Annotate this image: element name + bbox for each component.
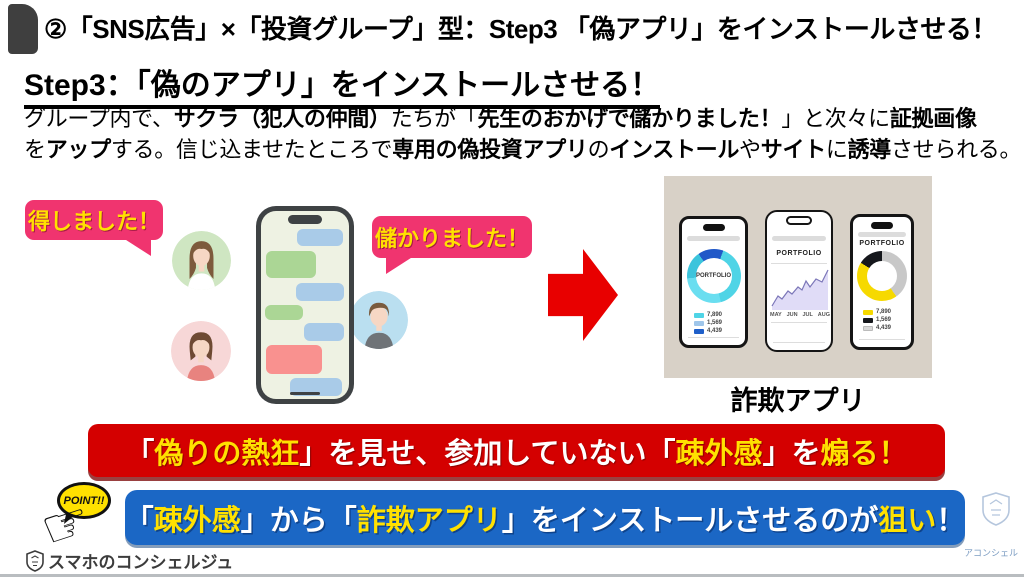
avatar-woman-bob [171,321,231,381]
legend-value: 7,890 [876,309,892,315]
avatar-woman-long-hair [172,231,231,290]
avatar-man [350,291,408,349]
speech-bubble-left: 得しました！ [25,200,163,256]
line-chart [771,269,829,310]
body-line-2: をアップする。信じ込ませたところで専用の偽投資アプリのインストールやサイトに誘導… [24,137,1022,162]
footer-line [858,339,906,340]
divider [771,322,827,323]
camera-pill [871,222,893,229]
divider [771,263,827,264]
man-icon [350,291,408,349]
chat-bubble [297,229,343,246]
legend-swatch [863,309,873,315]
portfolio-label: PORTFOLIO [776,250,822,257]
chat-bubble [290,378,342,396]
body-line-1: グループ内で、サクラ（犯人の仲間）たちが「先生のおかげで儲かりました！」と次々に… [24,106,977,131]
legend-swatch [694,328,704,334]
legend-swatch [863,325,873,331]
point-badge: POINT!! [57,482,111,519]
legend-value: 4,439 [876,325,892,331]
step-heading: Step3：「偽のアプリ」をインストールさせる！ [24,60,661,109]
red-banner: 「偽りの熱狂」を見せ、参加していない「疎外感」を煽る！ [88,424,945,477]
header-bar [772,236,826,241]
shield-icon [26,549,44,572]
legend-value: 4,439 [707,328,723,334]
mock-phone-3: PORTFOLIO 7,890 1,569 4,439 [850,214,914,350]
legend: 7,890 1,569 4,439 [863,309,891,331]
header-bar [687,236,740,241]
body-paragraph: グループ内で、サクラ（犯人の仲間）たちが「先生のおかげで儲かりました！」と次々に… [24,103,1021,165]
legend-value: 1,569 [707,320,723,326]
legend-swatch [694,320,704,326]
legend-swatch [863,317,873,323]
portfolio-label: PORTFOLIO [859,240,905,247]
slide-bottom-border [0,574,1024,577]
legend: 7,890 1,569 4,439 [694,312,722,334]
chat-bubble [266,251,316,278]
watermark-shield-icon [982,492,1010,526]
chat-bubble [266,345,322,374]
watermark-text: アコンシェル [964,548,1019,558]
camera-pill [786,216,812,225]
donut-hole [867,261,897,291]
donut-chart-cyan: PORTFOLIO [686,249,741,303]
legend-swatch [694,312,704,318]
phone-home-bar [290,392,320,395]
scam-apps-panel: PORTFOLIO 7,890 1,569 4,439 PORTFOLIO MA… [664,176,932,378]
mock-phone-1: PORTFOLIO 7,890 1,569 4,439 [679,216,748,348]
footer-line [773,342,825,343]
legend-value: 1,569 [876,317,892,323]
donut-chart-yellow [857,251,907,301]
speech-bubble-right: 儲かりました！ [372,216,532,274]
chat-bubble [296,283,344,301]
brand-logo: スマホのコンシェルジュ [26,548,233,573]
brand-name: スマホのコンシェルジュ [48,553,234,572]
header-tab-shape [8,4,38,54]
scam-apps-caption: 詐欺アプリ [730,386,866,416]
portfolio-label: PORTFOLIO [695,258,732,294]
blue-banner: 「疎外感」から「詐欺アプリ」をインストールさせるのが狙い！ [125,490,965,545]
footer-line [688,337,739,338]
camera-pill [702,224,725,231]
woman-bob-icon [171,321,231,381]
chat-phone [256,206,354,404]
woman-long-hair-icon [172,231,231,290]
chat-screen [261,211,349,399]
chat-bubble [265,305,303,320]
legend-value: 7,890 [707,312,723,318]
chat-bubble [304,323,344,341]
phone-notch [288,215,322,224]
header-bar [857,232,907,237]
page-title: ②「SNS広告」×「投資グループ」型：Step3 「偽アプリ」をインストールさせ… [44,14,997,44]
flow-arrow-icon [548,249,618,341]
